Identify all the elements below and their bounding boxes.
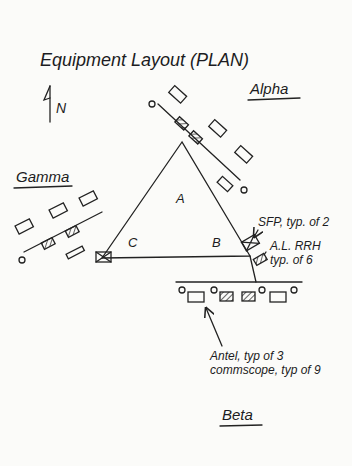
mount-pipe bbox=[176, 281, 302, 282]
rrh bbox=[220, 292, 233, 301]
label: Alpha bbox=[250, 80, 288, 97]
label: N bbox=[56, 100, 66, 116]
mount bbox=[179, 287, 185, 293]
north-arrow bbox=[49, 86, 50, 122]
mount-pipe bbox=[24, 212, 102, 252]
mount bbox=[149, 101, 155, 107]
antenna bbox=[66, 246, 84, 259]
rrh bbox=[41, 238, 55, 250]
label: Gamma bbox=[16, 168, 69, 185]
label: A.L. RRH typ. of 6 bbox=[270, 240, 342, 268]
underline bbox=[220, 425, 262, 426]
antenna bbox=[209, 120, 227, 137]
mount-pipe bbox=[158, 104, 240, 180]
sfp-x bbox=[241, 235, 259, 251]
antenna bbox=[15, 219, 33, 234]
leader-line bbox=[206, 308, 222, 346]
label: A bbox=[176, 192, 185, 207]
mount bbox=[259, 287, 265, 293]
underline bbox=[14, 186, 72, 188]
mount bbox=[241, 187, 247, 193]
antenna bbox=[79, 191, 97, 206]
rrh bbox=[189, 131, 203, 144]
leader-line bbox=[264, 252, 266, 255]
label: Beta bbox=[222, 406, 253, 423]
title: Equipment Layout (PLAN) bbox=[40, 50, 249, 71]
north-arrowhead bbox=[44, 86, 50, 100]
rrh bbox=[242, 292, 255, 301]
label: B bbox=[212, 236, 221, 251]
rrh bbox=[253, 253, 267, 265]
sfp-box bbox=[96, 252, 111, 262]
mount-pipe bbox=[250, 256, 256, 282]
rrh bbox=[65, 226, 79, 238]
antenna bbox=[235, 146, 253, 163]
mount bbox=[19, 257, 25, 263]
mount bbox=[211, 287, 217, 293]
antenna bbox=[49, 203, 67, 218]
antenna bbox=[169, 86, 187, 103]
sfp-box bbox=[241, 235, 259, 251]
sfp-x bbox=[96, 252, 111, 262]
label: Antel, typ of 3 commscope, typ of 9 bbox=[210, 350, 338, 378]
antenna bbox=[270, 292, 286, 302]
antenna bbox=[188, 292, 204, 302]
mount bbox=[291, 287, 297, 293]
leader-line bbox=[254, 230, 258, 237]
underline bbox=[248, 98, 300, 100]
label: C bbox=[128, 236, 137, 251]
antenna bbox=[217, 176, 233, 191]
label: SFP, typ. of 2 bbox=[258, 216, 329, 230]
rrh bbox=[175, 117, 189, 130]
site-triangle bbox=[102, 142, 250, 258]
